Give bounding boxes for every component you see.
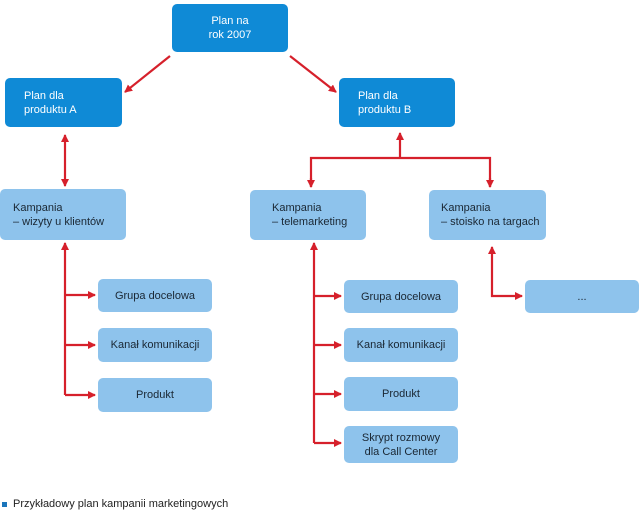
- node-kampania-telemarketing-label: Kampania – telemarketing: [272, 202, 348, 228]
- node-b-skrypt-rozmowy: Skrypt rozmowy dla Call Center: [344, 426, 458, 463]
- caption-bullet-icon: [2, 501, 7, 507]
- node-a-produkt: Produkt: [98, 378, 212, 412]
- node-plan-produkt-a: Plan dla produktu A: [5, 78, 122, 127]
- node-b-skrypt-rozmowy-label: Skrypt rozmowy dla Call Center: [361, 431, 441, 458]
- arrow-top-to-plan-b: [289, 55, 337, 93]
- node-kampania-stoisko-label: Kampania – stoisko na targach: [441, 202, 540, 228]
- node-a-grupa-docelowa-label: Grupa docelowa: [114, 289, 196, 302]
- node-plan-2007-label: Plan na rok 2007: [208, 15, 252, 41]
- node-a-produkt-label: Produkt: [136, 389, 174, 401]
- node-kampania-wizyty-label: Kampania – wizyty u klientów: [13, 201, 105, 228]
- node-b-grupa-docelowa-label: Grupa docelowa: [360, 290, 442, 303]
- node-kampania-telemarketing: Kampania – telemarketing: [250, 190, 366, 240]
- node-a-grupa-docelowa: Grupa docelowa: [98, 279, 212, 312]
- node-b-kanal-komunikacji: Kanał komunikacji: [344, 328, 458, 362]
- arrow-plan-b-branch: [309, 156, 492, 187]
- node-b-kanal-komunikacji-label: Kanał komunikacji: [356, 339, 446, 351]
- node-a-kanal-komunikacji: Kanał komunikacji: [98, 328, 212, 362]
- node-plan-2007: Plan na rok 2007: [172, 4, 288, 52]
- node-b-grupa-docelowa: Grupa docelowa: [344, 280, 458, 313]
- node-a-kanal-komunikacji-label: Kanał komunikacji: [110, 339, 200, 351]
- node-kampania-stoisko: Kampania – stoisko na targach: [429, 190, 546, 240]
- arrow-stoisko-stem: [488, 246, 523, 300]
- node-plan-produkt-b: Plan dla produktu B: [339, 78, 455, 127]
- node-plan-produkt-a-label: Plan dla produktu A: [24, 89, 77, 116]
- node-kampania-wizyty: Kampania – wizyty u klientów: [0, 189, 126, 240]
- figure-caption-text: Przykładowy plan kampanii marketingowych: [13, 498, 229, 510]
- node-more-label: ...: [577, 290, 587, 303]
- node-more: ...: [525, 280, 639, 313]
- arrow-top-to-plan-a: [124, 55, 171, 93]
- figure-caption: Przykładowy plan kampanii marketingowych: [2, 498, 228, 510]
- node-b-produkt: Produkt: [344, 377, 458, 411]
- node-b-produkt-label: Produkt: [382, 388, 420, 400]
- node-plan-produkt-b-label: Plan dla produktu B: [358, 89, 412, 116]
